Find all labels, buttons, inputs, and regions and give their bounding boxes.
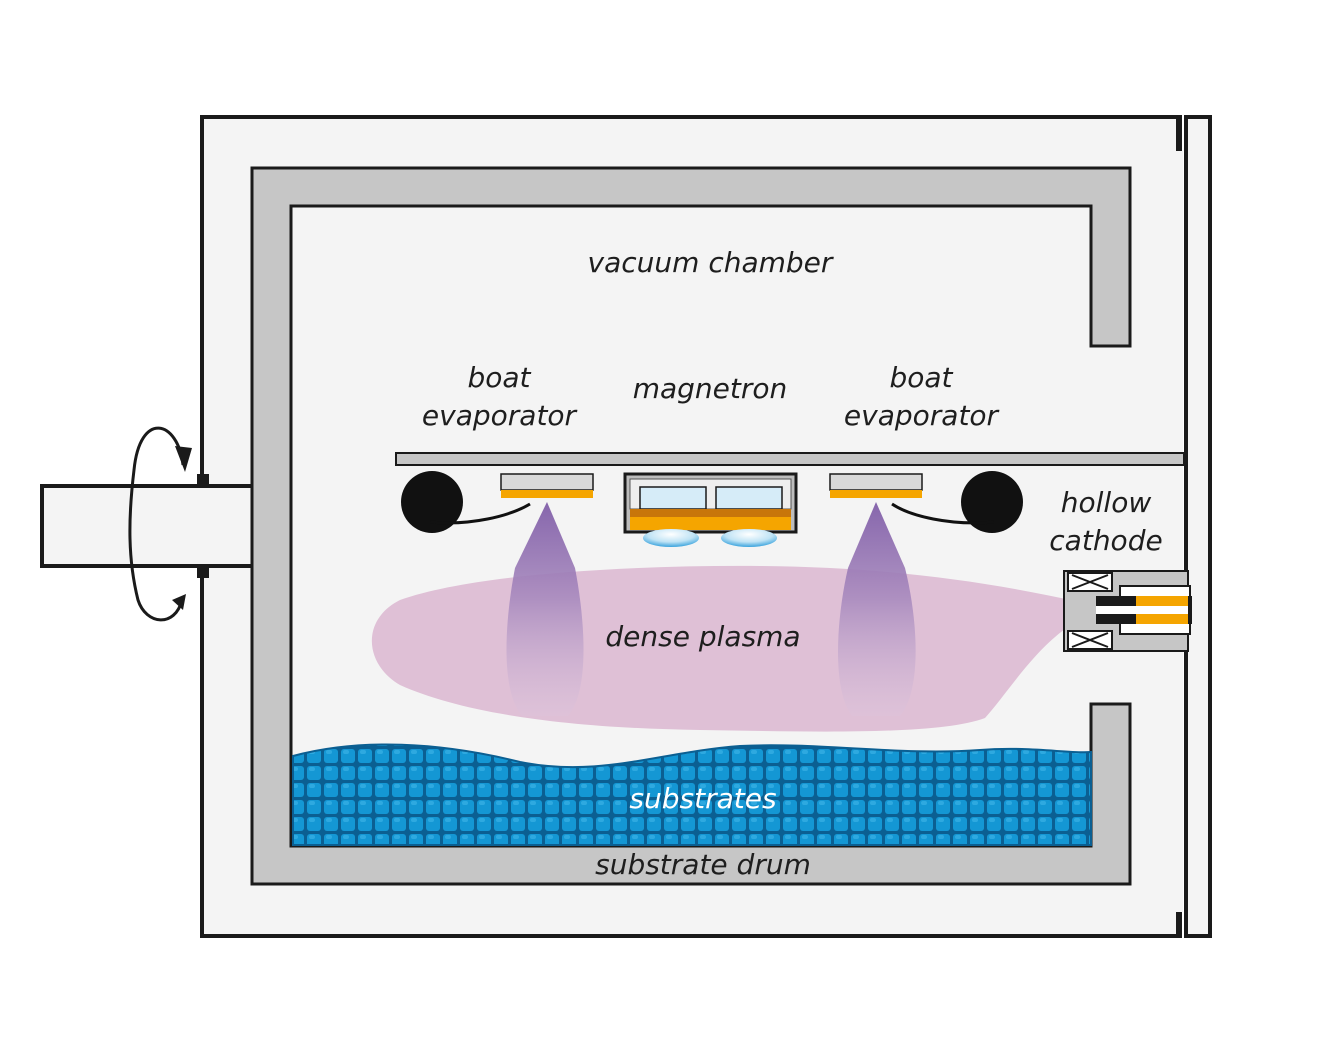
label-substrate-drum: substrate drum [595,848,811,881]
label-boat-left-line1: boat [467,361,531,394]
source-mount-plate [395,452,1185,466]
label-vacuum-chamber: vacuum chamber [588,246,834,279]
boat-evaporator-right [829,473,923,498]
label-boat-right-line2: evaporator [844,399,1000,432]
label-boat-left-line2: evaporator [422,399,578,432]
magnetron [623,472,798,547]
label-substrates: substrates [629,782,776,815]
substrate-drum [250,166,1132,886]
wire-spool-left-icon [401,471,531,533]
label-magnetron: magnetron [633,372,788,405]
rotation-arrow-icon [128,426,192,622]
label-hollow-cathode-line1: hollow [1061,486,1152,519]
substrates [292,743,1092,846]
wire-spool-right-icon [891,471,1023,533]
hollow-cathode [1063,570,1192,652]
label-boat-right-line1: boat [889,361,953,394]
label-hollow-cathode-line2: cathode [1049,524,1162,557]
evaporant-plume-right [838,502,916,716]
label-dense-plasma: dense plasma [605,620,800,653]
drive-shaft [40,474,258,578]
evaporant-plume-left [506,502,584,716]
boat-evaporator-left [500,473,594,498]
